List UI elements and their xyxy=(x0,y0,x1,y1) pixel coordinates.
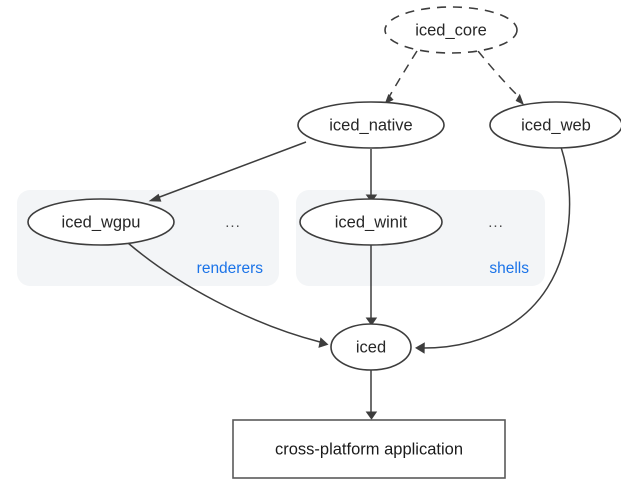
edge-iced-core-to-iced-native xyxy=(384,50,418,105)
renderers-ellipsis: ... xyxy=(225,214,241,231)
renderers-group-label: renderers xyxy=(197,260,264,277)
edge-iced-native-to-iced-wgpu xyxy=(148,141,307,202)
iced-native-label: iced_native xyxy=(329,116,412,134)
node-iced-wgpu[interactable]: iced_wgpu xyxy=(27,198,175,246)
iced-wgpu-label: iced_wgpu xyxy=(62,213,141,231)
application-rect xyxy=(232,419,506,479)
iced-winit-ellipse xyxy=(299,198,443,246)
iced-wgpu-ellipse xyxy=(27,198,175,246)
iced-core-label: iced_core xyxy=(415,21,487,39)
iced-web-label: iced_web xyxy=(521,116,591,134)
iced-ellipse xyxy=(330,323,412,371)
node-iced-winit[interactable]: iced_winit xyxy=(299,198,443,246)
edge-iced-to-application xyxy=(365,370,378,420)
shells-ellipsis: ... xyxy=(488,214,504,231)
iced-winit-label: iced_winit xyxy=(335,213,408,231)
edge-iced-winit-to-iced xyxy=(365,245,378,326)
edge-iced-core-to-iced-web xyxy=(477,50,524,105)
edge-iced-web-to-iced xyxy=(415,146,571,354)
node-iced-native[interactable]: iced_native xyxy=(297,101,445,149)
application-label: cross-platform application xyxy=(275,440,463,458)
iced-label: iced xyxy=(356,338,386,356)
iced-native-ellipse xyxy=(297,101,445,149)
edge-iced-wgpu-to-iced xyxy=(127,242,329,348)
node-iced-core[interactable]: iced_core xyxy=(384,6,518,54)
node-application[interactable]: cross-platform application xyxy=(232,419,506,479)
node-iced-web[interactable]: iced_web xyxy=(489,101,621,149)
iced-core-ellipse xyxy=(384,6,518,54)
shells-group-label: shells xyxy=(489,260,529,277)
node-iced[interactable]: iced xyxy=(330,323,412,371)
iced-web-ellipse xyxy=(489,101,621,149)
